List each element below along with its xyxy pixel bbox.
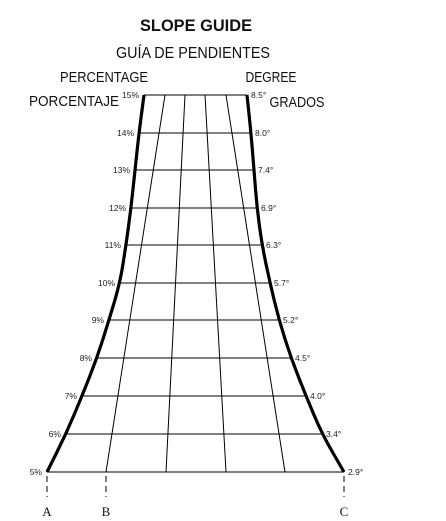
reference-label: C xyxy=(340,504,349,519)
right-header-es: GRADOS xyxy=(270,95,325,111)
degree-label: 5.7° xyxy=(274,278,289,288)
percent-label: 13% xyxy=(113,165,130,175)
reference-marks: A B C xyxy=(42,476,348,519)
title: SLOPE GUIDE xyxy=(140,16,252,35)
percent-label: 7% xyxy=(65,391,78,401)
left-boundary-curve xyxy=(45,94,146,473)
reference-label: B xyxy=(102,504,111,519)
percent-label: 9% xyxy=(92,315,105,325)
degree-label: 6.9° xyxy=(261,203,276,213)
percent-label: 14% xyxy=(117,128,134,138)
grid-fan-line xyxy=(105,94,166,473)
reference-label: A xyxy=(42,504,52,519)
grid-fan-line xyxy=(225,94,286,473)
percent-label: 12% xyxy=(109,203,126,213)
grid-fan-line xyxy=(204,94,227,473)
right-boundary-curve xyxy=(245,94,346,473)
grid-fan-line xyxy=(165,94,186,473)
percent-label: 5% xyxy=(30,467,43,477)
percent-scale: 15% 14% 13% 12% 11% 10% 9% 8% 7% 6% 5% xyxy=(30,90,140,477)
degree-scale: 8.5° 8.0° 7.4° 6.9° 6.3° 5.7° 5.2° 4.5° 4.0° 3.4°… xyxy=(251,90,363,477)
degree-label: 2.9° xyxy=(348,467,363,477)
degree-label: 6.3° xyxy=(266,240,281,250)
right-header-en: DEGREE xyxy=(246,70,297,86)
degree-label: 7.4° xyxy=(258,165,273,175)
degree-label: 8.5° xyxy=(251,90,266,100)
percent-label: 8% xyxy=(80,353,93,363)
percent-label: 15% xyxy=(122,90,139,100)
percent-label: 10% xyxy=(98,278,115,288)
degree-label: 8.0° xyxy=(255,128,270,138)
degree-label: 4.5° xyxy=(295,353,310,363)
left-header-es: PORCENTAJE xyxy=(29,94,119,110)
degree-label: 5.2° xyxy=(283,315,298,325)
subtitle: GUÍA DE PENDIENTES xyxy=(116,43,270,62)
percent-label: 6% xyxy=(49,429,62,439)
percent-label: 11% xyxy=(105,240,122,250)
left-header-en: PERCENTAGE xyxy=(60,70,148,86)
degree-label: 3.4° xyxy=(326,429,341,439)
degree-label: 4.0° xyxy=(310,391,325,401)
slope-grid xyxy=(45,94,346,473)
